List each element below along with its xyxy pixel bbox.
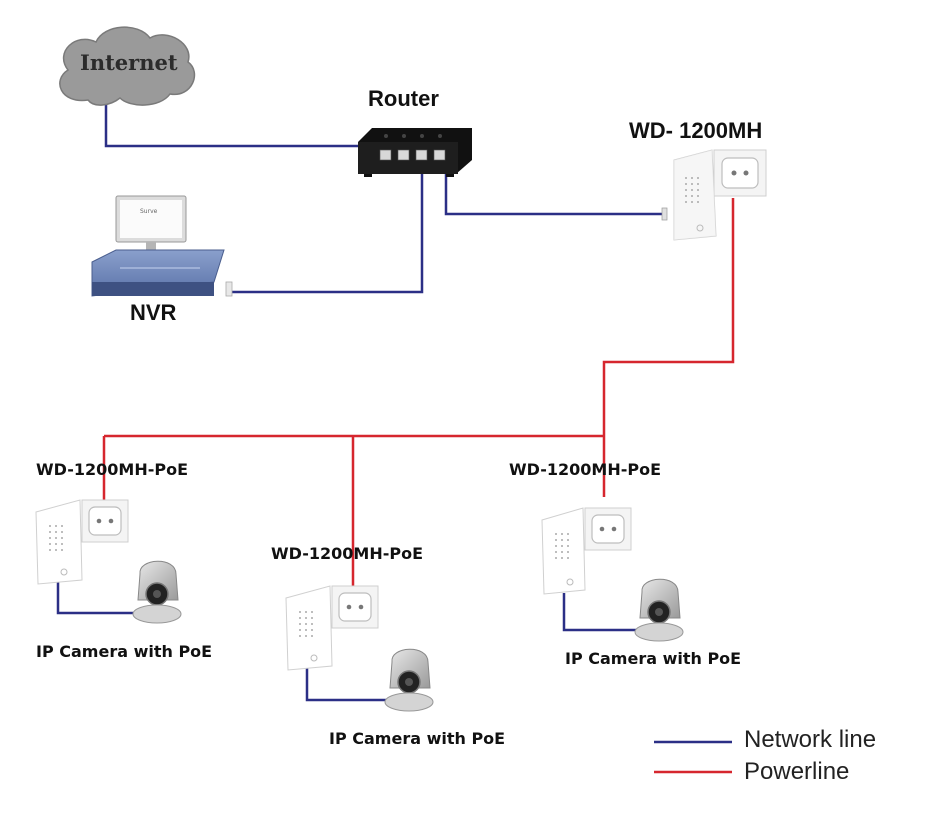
ip-camera-2-icon — [384, 648, 434, 712]
camera-1-label: IP Camera with PoE — [36, 642, 213, 661]
nvr-screen-text: Surve — [140, 208, 158, 215]
router-label: Router — [368, 86, 439, 111]
poe-adapter-3-label: WD-1200MH-PoE — [509, 460, 661, 479]
legend-network-line: Network line — [744, 726, 877, 753]
master-adapter-label: WD- 1200MH — [629, 118, 763, 143]
poe-camera-link-1 — [56, 580, 140, 615]
internet-label: Internet — [80, 50, 178, 75]
router-icon — [358, 128, 472, 177]
legend-powerline: Powerline — [744, 758, 850, 785]
nvr-icon: Surve — [91, 195, 233, 297]
network-lines — [56, 100, 664, 702]
powerlines — [102, 198, 735, 588]
internet-cloud-icon — [59, 26, 196, 106]
poe-adapter-1-icon — [35, 499, 129, 585]
ip-camera-1-icon — [132, 560, 182, 624]
camera-3-label: IP Camera with PoE — [565, 649, 742, 668]
poe-adapter-3-icon — [541, 507, 632, 595]
poe-camera-link-3 — [562, 593, 642, 632]
router-adapter-link — [444, 168, 664, 216]
nvr-label: NVR — [130, 300, 177, 325]
poe-camera-link-2 — [305, 668, 392, 702]
poe-adapter-1-label: WD-1200MH-PoE — [36, 460, 188, 479]
powerline-master — [602, 198, 735, 497]
poe-adapter-2-icon — [285, 585, 379, 671]
poe-adapter-2-label: WD-1200MH-PoE — [271, 544, 423, 563]
legend — [654, 740, 732, 774]
camera-2-label: IP Camera with PoE — [329, 729, 506, 748]
router-nvr-link — [232, 168, 424, 294]
powerline-adapter-master-icon — [661, 149, 767, 241]
internet-router-link — [104, 100, 358, 148]
ip-camera-3-icon — [634, 578, 684, 642]
